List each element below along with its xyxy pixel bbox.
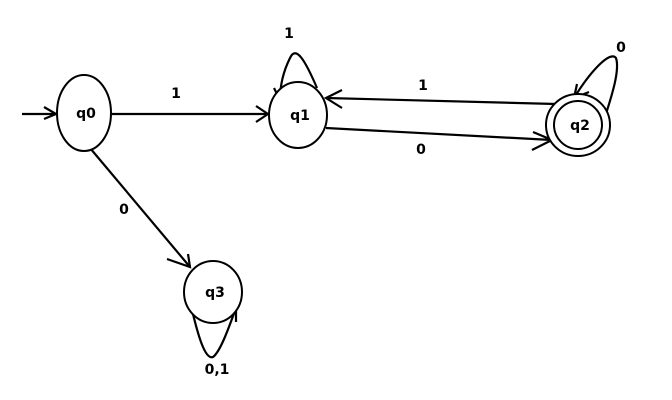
start-arrow — [22, 106, 59, 121]
state-q1: q1 — [268, 81, 328, 149]
state-label-q0: q0 — [76, 106, 96, 122]
state-label-q3: q3 — [205, 285, 225, 301]
edge-q1-q2: 0 — [325, 126, 555, 158]
edge-label-q2-q2: 0 — [616, 40, 626, 56]
edge-q0-q1: 1 — [112, 86, 270, 123]
edge-label-q3-q3: 0,1 — [205, 362, 230, 378]
edge-label-q0-q3: 0 — [119, 202, 129, 218]
edge-q0-q3: 0 — [89, 147, 192, 269]
state-q0: q0 — [56, 74, 112, 152]
state-q2: q2 — [545, 93, 611, 157]
state-label-q2: q2 — [570, 118, 590, 134]
state-label-q1: q1 — [290, 108, 310, 124]
edge-label-q2-q1: 1 — [418, 78, 428, 94]
edge-q2-q1: 1 — [323, 78, 557, 109]
edge-label-q1-q1: 1 — [284, 26, 294, 42]
edge-label-q1-q2: 0 — [416, 142, 426, 158]
state-q3: q3 — [183, 260, 243, 324]
edge-label-q0-q1: 1 — [171, 86, 181, 102]
